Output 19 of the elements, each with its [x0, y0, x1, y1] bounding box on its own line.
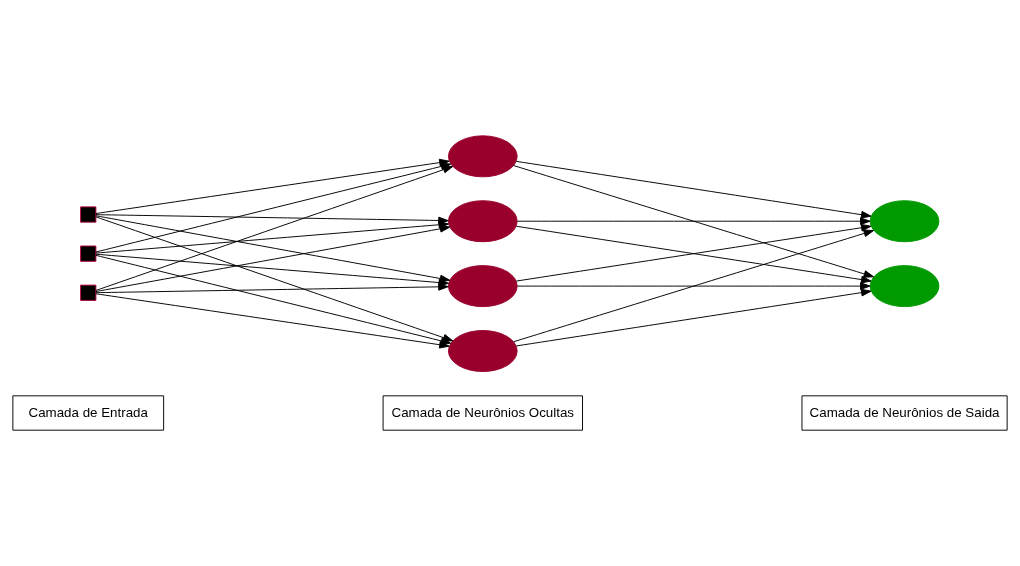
node-ellipse [869, 200, 940, 243]
arrow [513, 165, 875, 278]
node-ellipse [447, 330, 518, 372]
node-ellipse [447, 265, 518, 308]
node-box [80, 284, 97, 301]
node-box: Camada de Neurônios Ocultas [382, 395, 583, 431]
node-box [80, 245, 97, 262]
node-ellipse [869, 265, 940, 308]
arrow [515, 160, 872, 219]
node-ellipse [447, 135, 518, 178]
node-box [80, 206, 97, 223]
arrow [513, 229, 875, 343]
arrow [516, 217, 871, 226]
node-ellipse [447, 200, 518, 243]
node-box: Camada de Entrada [12, 395, 165, 431]
node-box: Camada de Neurônios de Saida [801, 395, 1008, 431]
arrow [516, 282, 871, 290]
arrow [515, 288, 872, 347]
arrow [95, 283, 449, 294]
